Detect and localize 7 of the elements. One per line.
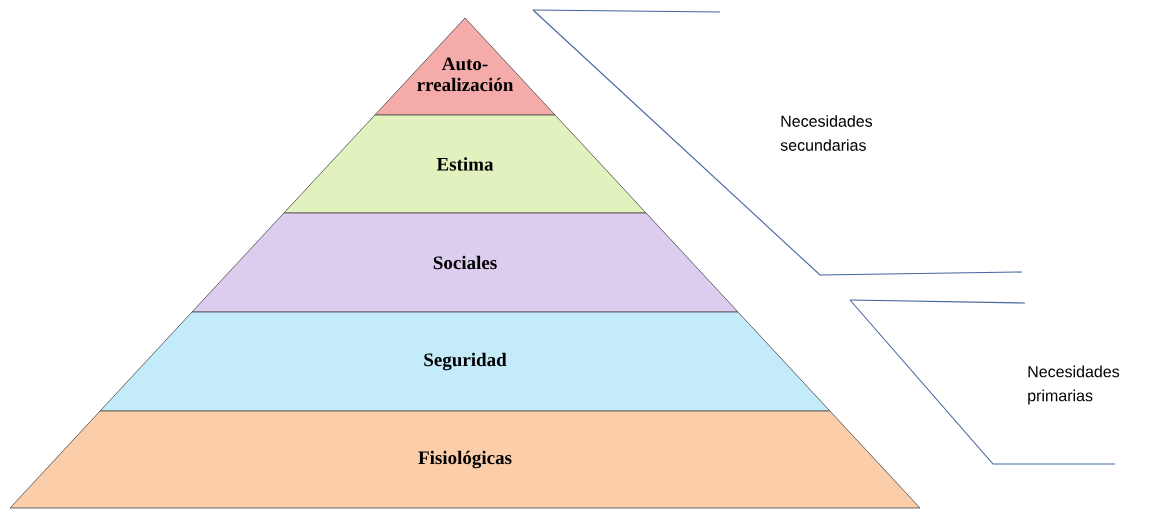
pyramid-level: Fisiológicas <box>9 410 921 509</box>
pyramid-level: Auto- rrealización <box>374 17 556 116</box>
bracket-label: Necesidades secundarias <box>780 115 873 151</box>
pyramid-level: Estima <box>283 114 647 214</box>
bracket-label: Necesidades primarias <box>1028 365 1120 405</box>
pyramid-level: Seguridad <box>99 311 831 412</box>
pyramid-level: Sociales <box>191 212 739 313</box>
